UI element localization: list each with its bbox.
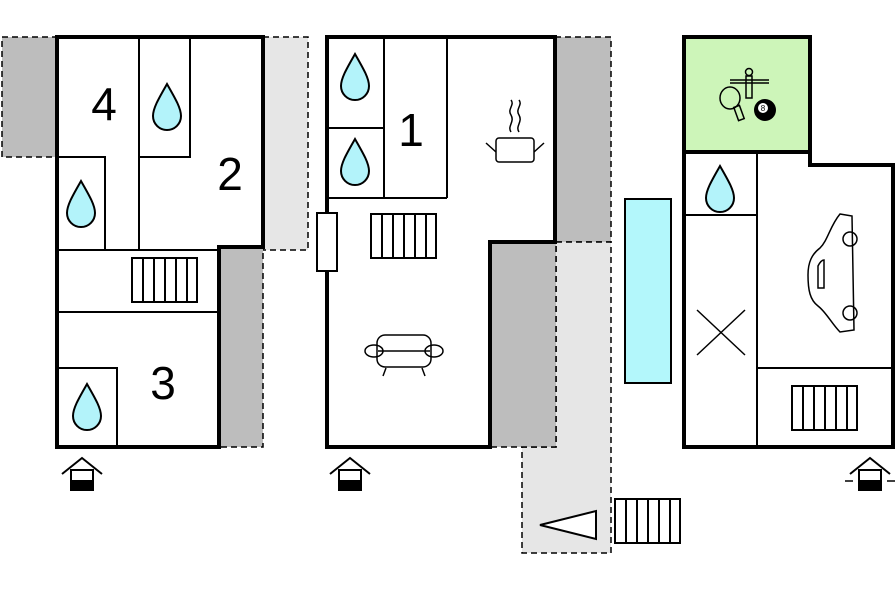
entrance-icon (61, 457, 103, 491)
terrace (1, 36, 58, 158)
room-number: 2 (217, 148, 243, 200)
room-number: 4 (91, 78, 117, 130)
stairs-icon (614, 498, 681, 544)
entrance-icon (329, 457, 371, 491)
terrace (489, 241, 557, 448)
stairs-icon (791, 385, 858, 431)
room-number: 1 (398, 104, 424, 156)
billiard-ball-number: 8 (761, 104, 766, 113)
swimming-pool (624, 198, 672, 384)
building-right: 8 (682, 35, 895, 491)
room-number: 3 (150, 357, 176, 409)
kitchen-icon (485, 99, 545, 163)
stairs-icon (131, 257, 198, 303)
entrance-icon (845, 457, 895, 491)
game-room (682, 35, 812, 154)
direction-arrow (539, 509, 597, 541)
games-icon: 8 (719, 67, 776, 122)
terrace (262, 36, 309, 251)
terrace (554, 36, 612, 243)
terrace (218, 246, 264, 448)
sofa-icon (364, 334, 444, 377)
window (316, 212, 338, 272)
cross-icon (696, 309, 746, 356)
building-middle: 1 (316, 35, 681, 554)
building-left: 4 2 3 (1, 35, 309, 491)
stairs-icon (370, 213, 437, 259)
car-icon (807, 213, 858, 333)
